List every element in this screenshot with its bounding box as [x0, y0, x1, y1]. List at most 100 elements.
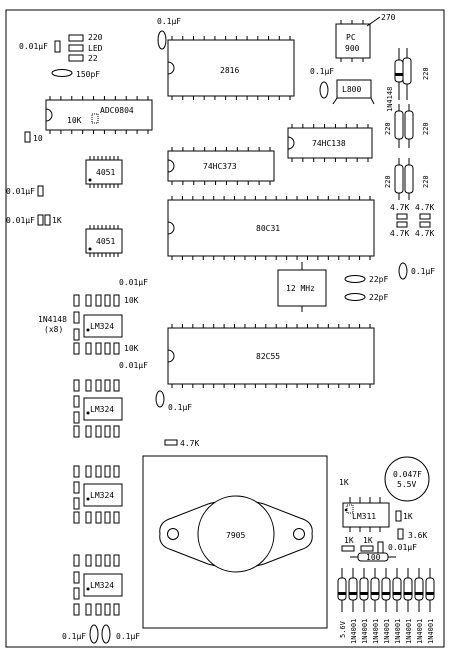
chip-lm324-4	[83, 573, 123, 597]
chip-4051-2-label: 4051	[96, 237, 115, 246]
lm324-1-passives	[73, 294, 120, 355]
r1k-a-label: 1K	[339, 478, 349, 487]
diode-cathode-band	[415, 592, 423, 595]
r22-label: 22	[88, 54, 98, 63]
diode-1n4001-body	[370, 577, 380, 601]
chip-74hc138-label: 74HC138	[312, 139, 346, 148]
r1k-b-label: 1K	[403, 512, 413, 521]
diode-1n4001-body	[414, 577, 424, 601]
r3k6-label: 3.6K	[408, 531, 427, 540]
r220-label: 220	[88, 33, 103, 42]
diode-1n4001-body	[381, 577, 391, 601]
resistor-220-top	[402, 48, 412, 100]
lm324-3-label: LM324	[90, 491, 114, 500]
diode-1n4001-body	[348, 577, 358, 601]
pc900-label-b: 900	[345, 44, 360, 53]
pc900-optocoupler	[335, 16, 381, 62]
chip-lm311	[342, 497, 390, 532]
r1k-b-resistor	[395, 510, 402, 522]
adc-trim-label: 10K	[67, 116, 82, 125]
x8-label: (x8)	[44, 325, 63, 334]
lm324-3-passives	[73, 465, 120, 524]
led-resistor-group	[54, 34, 84, 62]
c01-right-label: 0.1µF	[411, 267, 435, 276]
diode-1n4001-body	[403, 577, 413, 601]
heatsink	[142, 455, 328, 629]
diode-1n4001-body	[392, 577, 402, 601]
diode-1n4001-label: 1N4001	[427, 619, 435, 644]
r220-t5-label: 220	[422, 175, 430, 188]
c22p-1-capacitor	[344, 275, 366, 283]
chip-74hc138	[287, 124, 373, 162]
chip-80c31-label: 80C31	[256, 224, 280, 233]
crystal-label: 12 MHz	[286, 284, 315, 293]
c001-label-topleft: 0.01µF	[19, 42, 48, 51]
lm311-passives	[341, 541, 384, 554]
c22p-2-capacitor	[344, 293, 366, 301]
d1n4148-left-label: 1N4148	[38, 315, 67, 324]
chip-82c55	[167, 324, 375, 388]
chip-4051-1-label: 4051	[96, 168, 115, 177]
regulator-7905-label: 7905	[226, 531, 245, 540]
c150p-label: 150pF	[76, 70, 100, 79]
r220-t2-label: 220	[384, 122, 392, 135]
c01-capacitor-l800	[319, 81, 329, 99]
chip-lm324-3	[83, 483, 123, 507]
zener-diode-body	[337, 577, 347, 601]
d1n4148-top-label: 1N4148	[386, 87, 394, 112]
chip-74hc373-label: 74HC373	[203, 162, 237, 171]
diode-1n4148-top	[394, 48, 404, 100]
r4k7-1-label: 4.7K	[390, 203, 409, 212]
r4k7-2-label: 4.7K	[415, 203, 434, 212]
l800-inductor	[332, 79, 375, 105]
chip-4051-1	[85, 156, 123, 188]
c01-bl-label: 0.1µF	[62, 632, 86, 641]
r270-label: 270	[381, 13, 396, 22]
r1k-d-label: 1K	[363, 536, 373, 545]
resistors-4k7	[396, 213, 431, 228]
r1k-left-resistor	[44, 214, 51, 226]
c22p-2-label: 22pF	[369, 293, 388, 302]
supercap-label-a: 0.047F	[393, 470, 422, 479]
r220-t4-label: 220	[384, 175, 392, 188]
r3k6-resistor	[397, 528, 404, 540]
c01-br-label: 0.1µF	[116, 632, 140, 641]
chip-4051-2	[85, 225, 123, 257]
r4k7-m-label: 4.7K	[180, 439, 199, 448]
chip-74hc373	[167, 147, 275, 185]
c001-l1-label: 0.01µF	[6, 187, 35, 196]
diode-cathode-band	[426, 592, 434, 595]
c01-label-top: 0.1µF	[157, 17, 181, 26]
c01-br-capacitor	[101, 624, 111, 644]
c150p-capacitor	[51, 69, 73, 77]
r10k-1-label: 10K	[124, 296, 139, 305]
c001-m1-label: 0.01µF	[119, 278, 148, 287]
diode-1n4001-label: 1N4001	[350, 619, 358, 644]
lm324-1-label: LM324	[90, 322, 114, 331]
lm324-2-label: LM324	[90, 405, 114, 414]
resistors-220-low	[394, 158, 414, 200]
lm324-2-passives	[73, 379, 120, 438]
c001-l1-capacitor	[37, 185, 44, 197]
c001-l2-capacitor	[37, 214, 44, 226]
diode-cathode-band	[349, 592, 357, 595]
zener-5v6-label: 5.6V	[339, 620, 347, 638]
diode-1n4001-label: 1N4001	[405, 619, 413, 644]
crystal-12mhz	[277, 262, 327, 312]
chip-2816-label: 2816	[220, 66, 239, 75]
r100-label: 100	[366, 553, 381, 562]
c01-label-l800: 0.1µF	[310, 67, 334, 76]
pc900-label-a: PC	[346, 33, 356, 42]
resistor-10	[24, 131, 31, 143]
r1k-left-label: 1K	[52, 216, 62, 225]
diode-1n4001-label: 1N4001	[372, 619, 380, 644]
c001-m2-label: 0.01µF	[119, 361, 148, 370]
resistor-100	[350, 552, 396, 562]
board-outline	[5, 9, 445, 648]
l800-label: L800	[342, 85, 361, 94]
diode-row	[337, 568, 435, 612]
diode-1n4001-label: 1N4001	[361, 619, 369, 644]
c01-capacitor-top	[157, 30, 167, 50]
r4k7-3-label: 4.7K	[390, 229, 409, 238]
